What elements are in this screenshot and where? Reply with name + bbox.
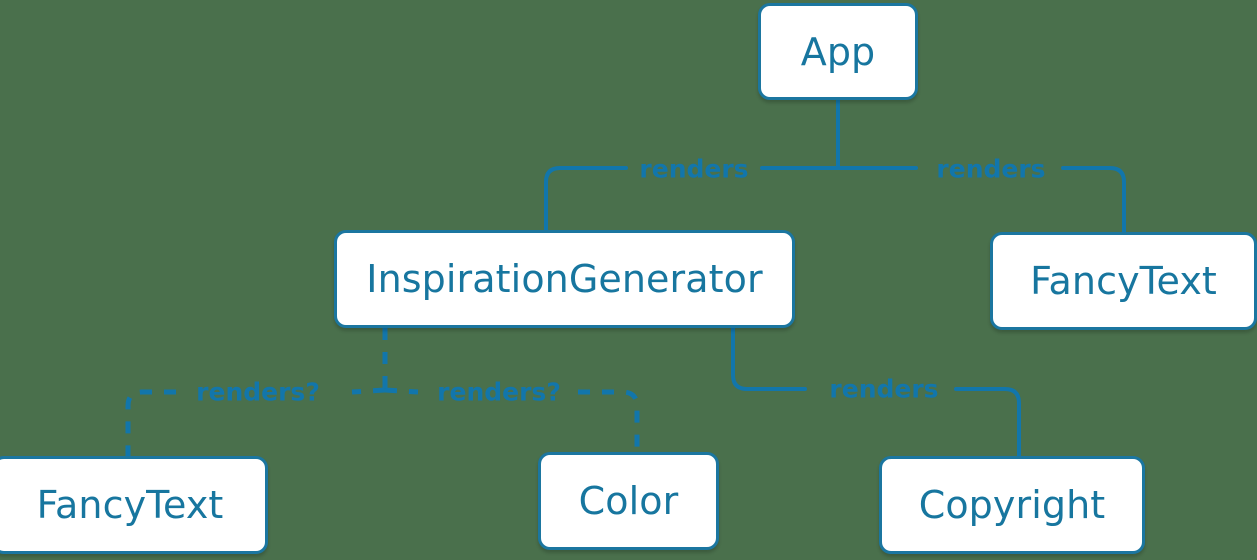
node-copyright-label: Copyright [918, 483, 1106, 527]
edge-inspirationgenerator-to-copyright-a [731, 326, 807, 391]
node-inspirationgenerator[interactable]: InspirationGenerator [334, 230, 795, 328]
node-app-label: App [800, 29, 876, 74]
edge-inspirationgenerator-to-copyright-b [954, 387, 1021, 458]
edge-inspirationgenerator-to-color-a [384, 387, 419, 395]
node-fancytext-top[interactable]: FancyText [990, 232, 1257, 330]
node-copyright[interactable]: Copyright [879, 456, 1145, 554]
edge-label-inspirationgenerator-to-copyright: renders [829, 374, 939, 404]
edge-app-to-fancytext-top-b [1061, 166, 1126, 234]
edge-label-inspirationgenerator-to-color: renders? [437, 377, 561, 407]
node-fancytext-bottom[interactable]: FancyText [0, 456, 268, 554]
node-fancytext-bottom-label: FancyText [36, 483, 224, 527]
node-color-label: Color [578, 479, 679, 523]
node-color[interactable]: Color [538, 452, 719, 550]
edge-app-to-inspirationgenerator-b [544, 166, 628, 232]
node-app[interactable]: App [758, 3, 918, 100]
edge-inspirationgenerator-to-fancytext-bottom-b [125, 389, 176, 456]
edge-label-app-to-inspirationgenerator: renders [639, 154, 749, 184]
edge-label-app-to-fancytext-top: renders [936, 154, 1046, 184]
node-inspirationgenerator-label: InspirationGenerator [366, 257, 763, 301]
edge-label-inspirationgenerator-to-fancytext-bottom: renders? [196, 377, 320, 407]
edge-inspirationgenerator-to-fancytext-bottom-a [351, 387, 386, 395]
edge-inspirationgenerator-to-color-b [578, 389, 640, 452]
node-fancytext-top-label: FancyText [1030, 259, 1217, 303]
